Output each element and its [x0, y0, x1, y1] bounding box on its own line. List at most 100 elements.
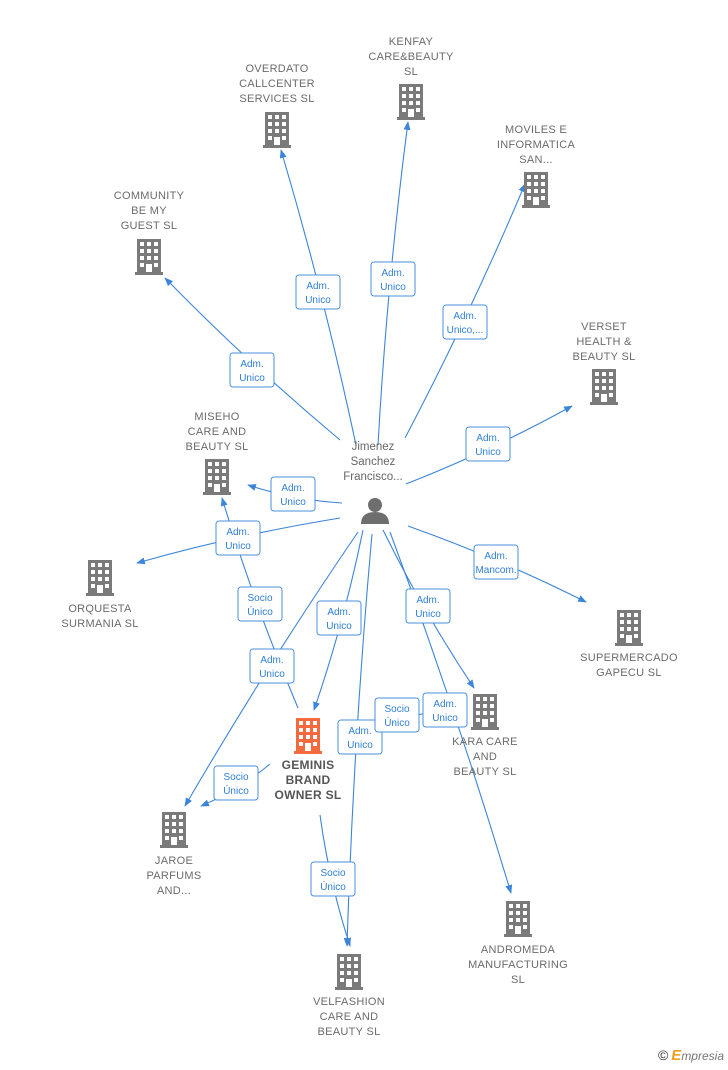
edge-label-text: Socio: [320, 868, 345, 879]
edge-label-text: Adm.: [281, 483, 304, 494]
edge-label-text: Adm.: [240, 359, 263, 370]
edge-label-text: Único: [384, 716, 410, 729]
company-label: KENFAY: [389, 36, 434, 48]
edge-label-box: [295, 274, 341, 310]
edge-label-box: [213, 765, 259, 801]
edge-label-text: Adm.: [484, 551, 507, 562]
edge-label-box: [270, 476, 316, 512]
company-label: CARE&BEAUTY: [368, 51, 454, 63]
edge-label-person-velfashion[interactable]: Adm.Unico: [337, 719, 383, 755]
company-label: ANDROMEDA: [481, 944, 556, 956]
building-icon: [203, 459, 231, 495]
edge-label-text: Adm.: [306, 281, 329, 292]
building-icon: [335, 954, 363, 990]
edge-label-box: [229, 352, 275, 388]
company-node-orquesta[interactable]: ORQUESTA SURMANIA SL: [61, 560, 138, 630]
edge-label-person-overdato[interactable]: Adm. Unico: [295, 274, 341, 310]
edge-label-person-andromeda[interactable]: Adm.Unico: [422, 692, 468, 728]
edge-label-text: Unico: [305, 295, 331, 306]
company-label: BEAUTY SL: [317, 1026, 380, 1038]
edge-label-text: Único: [247, 605, 273, 618]
edge-label-person-jaroe[interactable]: Adm. Unico: [249, 648, 295, 684]
edge-label-person-supermercado[interactable]: Adm.Mancom.: [473, 544, 519, 580]
company-label: SUPERMERCADO: [580, 652, 678, 664]
focus-building-icon: [294, 718, 322, 754]
person-label: Sanchez: [351, 456, 396, 468]
building-icon: [397, 84, 425, 120]
edge-label-person-kara[interactable]: Adm.Unico: [405, 588, 451, 624]
edge-label-box: [310, 861, 356, 897]
edge-label-person-community[interactable]: Adm. Unico: [229, 352, 275, 388]
edge-label-person-orquesta[interactable]: Adm.Unico: [215, 520, 261, 556]
edge-label-text: Socio: [223, 772, 248, 783]
company-label: SL: [511, 974, 525, 986]
person-node[interactable]: JimenezSanchezFrancisco...: [343, 441, 403, 524]
company-node-moviles[interactable]: MOVILES EINFORMATICASAN...: [497, 124, 576, 208]
edge-label-text: Adm.: [453, 311, 476, 322]
company-label: GAPECU SL: [596, 667, 662, 679]
company-label: AND: [473, 751, 497, 763]
edge-label-person-verset[interactable]: Adm.Unico: [465, 426, 511, 462]
company-label: VELFASHION: [313, 996, 385, 1008]
edge-label-box: [249, 648, 295, 684]
company-node-jaroe[interactable]: JAROE PARFUMS AND...: [146, 812, 201, 897]
edges-layer: [136, 121, 587, 947]
edge-label-text: Único: [223, 784, 249, 797]
company-label: VERSET: [581, 321, 627, 333]
edge-label-text: Unico: [225, 541, 251, 552]
building-icon: [471, 694, 499, 730]
person-label: Jimenez: [352, 441, 395, 453]
company-label: BRAND: [286, 773, 331, 787]
edge-label-text: Unico: [239, 373, 265, 384]
edge-label-person-kenfay[interactable]: Adm.Unico: [370, 261, 416, 297]
edge-label-person-miseho[interactable]: Adm.Unico: [270, 476, 316, 512]
company-label: GEMINIS: [282, 758, 335, 772]
building-icon: [263, 112, 291, 148]
company-label: SURMANIA SL: [61, 618, 138, 630]
edge-label-box: [370, 261, 416, 297]
building-icon: [504, 901, 532, 937]
company-label: SAN...: [519, 154, 553, 166]
company-label: AND...: [157, 885, 191, 897]
company-label: PARFUMS: [146, 870, 201, 882]
edge-label-person-geminis[interactable]: Adm. Unico: [316, 600, 362, 636]
edge-label-text: Unico: [415, 609, 441, 620]
edge-label-text: Adm.: [381, 268, 404, 279]
edge-label-box: [422, 692, 468, 728]
company-node-supermercado[interactable]: SUPERMERCADO GAPECU SL: [580, 610, 678, 679]
edge-label-box: [316, 600, 362, 636]
company-label: CALLCENTER: [239, 78, 315, 90]
edge-label-text: Unico: [432, 713, 458, 724]
building-icon: [615, 610, 643, 646]
building-icon: [160, 812, 188, 848]
edge-label-box: [473, 544, 519, 580]
edge-label-text: Unico: [259, 669, 285, 680]
edge-label-text: Único: [320, 880, 346, 893]
company-label: BE MY: [131, 205, 167, 217]
edge-label-text: Unico: [326, 621, 352, 632]
edge-label-text: Adm.: [260, 655, 283, 666]
edge-label-text: Adm.: [327, 607, 350, 618]
company-label: ORQUESTA: [68, 603, 132, 615]
brand-initial: E: [671, 1047, 682, 1064]
company-label: GUEST SL: [121, 220, 178, 232]
edge-label-text: Socio: [247, 593, 272, 604]
company-label: JAROE: [155, 855, 193, 867]
edge-label-person-moviles[interactable]: Adm. Unico,...: [442, 304, 488, 340]
edge-label-text: Unico,...: [447, 325, 484, 336]
footer-brand: ©Empresia: [658, 1047, 724, 1064]
company-label: INFORMATICA: [497, 139, 576, 151]
